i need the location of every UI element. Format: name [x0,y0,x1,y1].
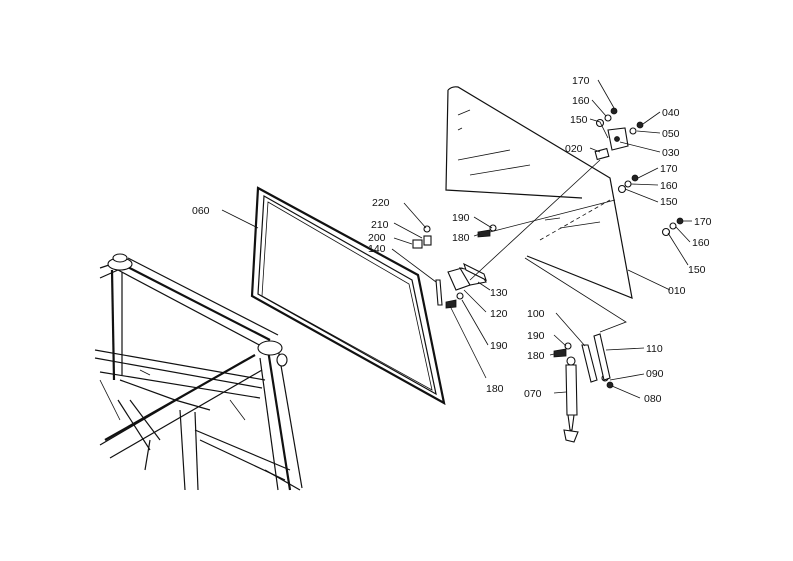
label-200: 200 [368,232,386,244]
leader-lines [221,79,692,399]
label-110: 110 [646,343,663,355]
label-140: 140 [368,243,386,255]
gas-strut-070 [563,333,611,443]
label-170-low: 170 [694,216,712,228]
label-180-b: 180 [486,383,504,395]
label-170-top: 170 [572,75,590,87]
hinge-030 [594,127,629,161]
label-190-a: 190 [452,212,470,224]
label-020: 020 [565,143,583,155]
label-100: 100 [527,308,545,320]
label-130: 130 [490,287,508,299]
label-120: 120 [490,308,508,320]
label-040: 040 [662,107,680,119]
label-060: 060 [192,205,210,217]
label-030: 030 [662,147,680,159]
label-090: 090 [646,368,664,380]
label-150-low: 150 [688,264,706,276]
label-190-c: 190 [527,330,545,342]
label-160-low: 160 [692,237,710,249]
part-labels: 010 020 030 040 050 060 070 080 090 100 … [192,75,712,405]
label-160-top: 160 [572,95,590,107]
hardware [412,107,684,389]
label-170-mid: 170 [660,163,678,175]
label-070: 070 [524,388,542,400]
label-220: 220 [372,197,390,209]
label-160-mid: 160 [660,180,678,192]
label-190-b: 190 [490,340,508,352]
glass-panel-010 [445,86,633,299]
label-150-mid: 150 [660,196,678,208]
label-010: 010 [668,285,686,297]
label-080: 080 [644,393,662,405]
latch-assembly [435,262,487,306]
label-150-top: 150 [570,114,588,126]
cab-frame [94,253,303,491]
label-180-a: 180 [452,232,470,244]
label-210: 210 [371,219,389,231]
window-frame-060 [250,186,446,406]
label-180-c: 180 [527,350,545,362]
label-050: 050 [662,128,680,140]
